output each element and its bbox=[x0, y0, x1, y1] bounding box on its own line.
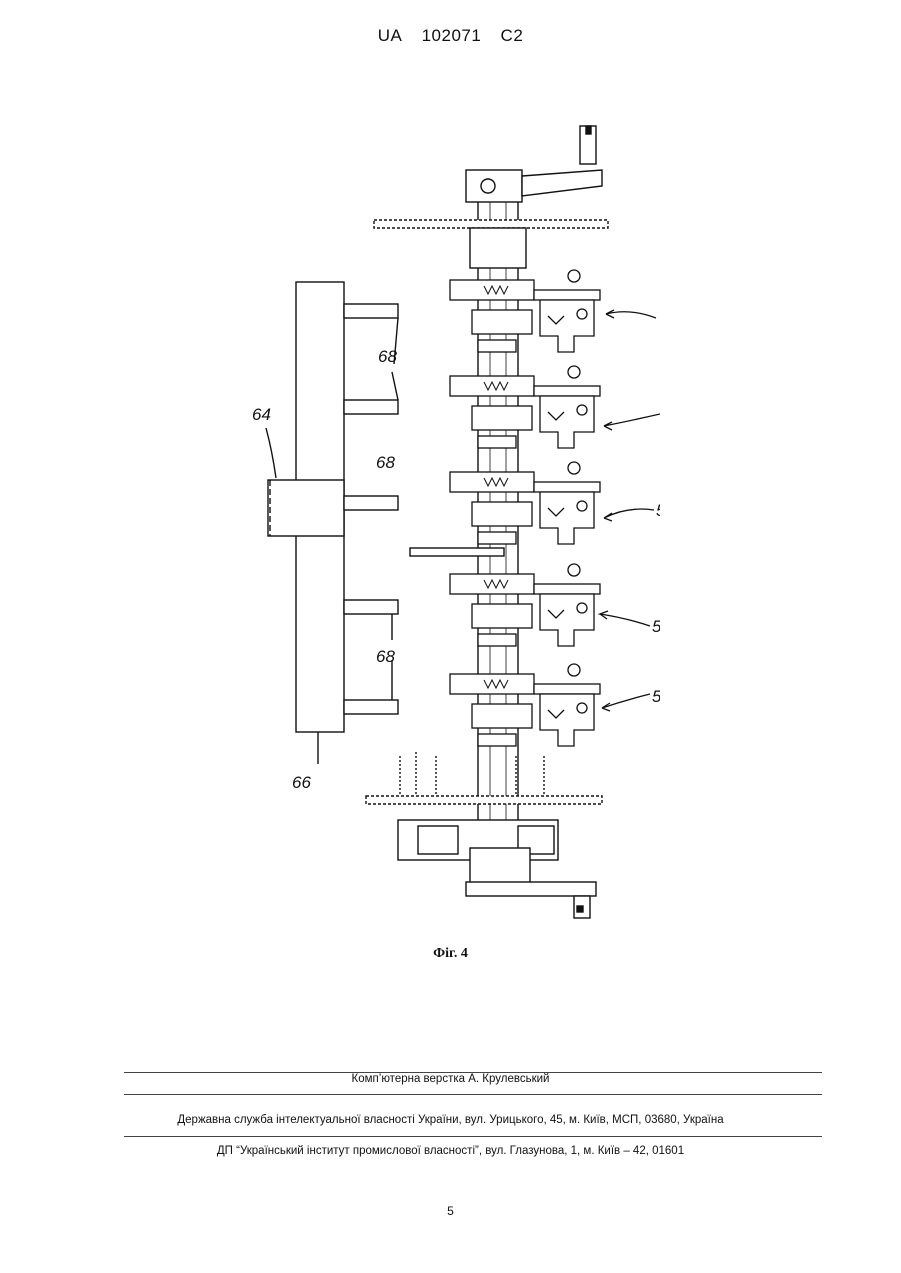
label-68-c: 68 bbox=[376, 647, 395, 666]
assembly-2 bbox=[450, 366, 600, 448]
label-50-e: 50 bbox=[652, 687, 660, 706]
assembly-1 bbox=[450, 270, 600, 352]
rod-4 bbox=[344, 600, 398, 614]
agency-address: Державна служба інтелектуальної власност… bbox=[0, 1114, 901, 1126]
rod-3 bbox=[344, 496, 398, 510]
rule-middle bbox=[124, 1094, 822, 1095]
assembly-4 bbox=[450, 564, 600, 646]
rod-2 bbox=[344, 400, 398, 414]
rod-5 bbox=[344, 700, 398, 714]
patent-header: UA 102071 C2 bbox=[0, 26, 901, 46]
patent-kind: C2 bbox=[501, 26, 524, 45]
label-64: 64 bbox=[252, 405, 271, 424]
label-66: 66 bbox=[292, 773, 311, 792]
label-68-a: 68 bbox=[378, 347, 397, 366]
beam-block bbox=[268, 480, 344, 536]
country-code: UA bbox=[378, 26, 403, 45]
figure-caption: Фіг. 4 bbox=[0, 946, 901, 962]
assembly-5 bbox=[450, 664, 600, 746]
rule-bottom bbox=[124, 1136, 822, 1137]
layout-credit: Комп’ютерна верстка А. Крулевський bbox=[0, 1073, 901, 1085]
label-68-b: 68 bbox=[376, 453, 395, 472]
patent-drawing: 50 50 50 50 50 68 68 68 64 66 bbox=[240, 120, 660, 940]
institute-address: ДП “Український інститут промислової вла… bbox=[0, 1145, 901, 1157]
label-50-d: 50 bbox=[652, 617, 660, 636]
label-50-c: 50 bbox=[656, 501, 660, 520]
page-number: 5 bbox=[0, 1204, 901, 1218]
rod-1 bbox=[344, 304, 398, 318]
patent-number: 102071 bbox=[422, 26, 482, 45]
assembly-3 bbox=[450, 462, 600, 544]
